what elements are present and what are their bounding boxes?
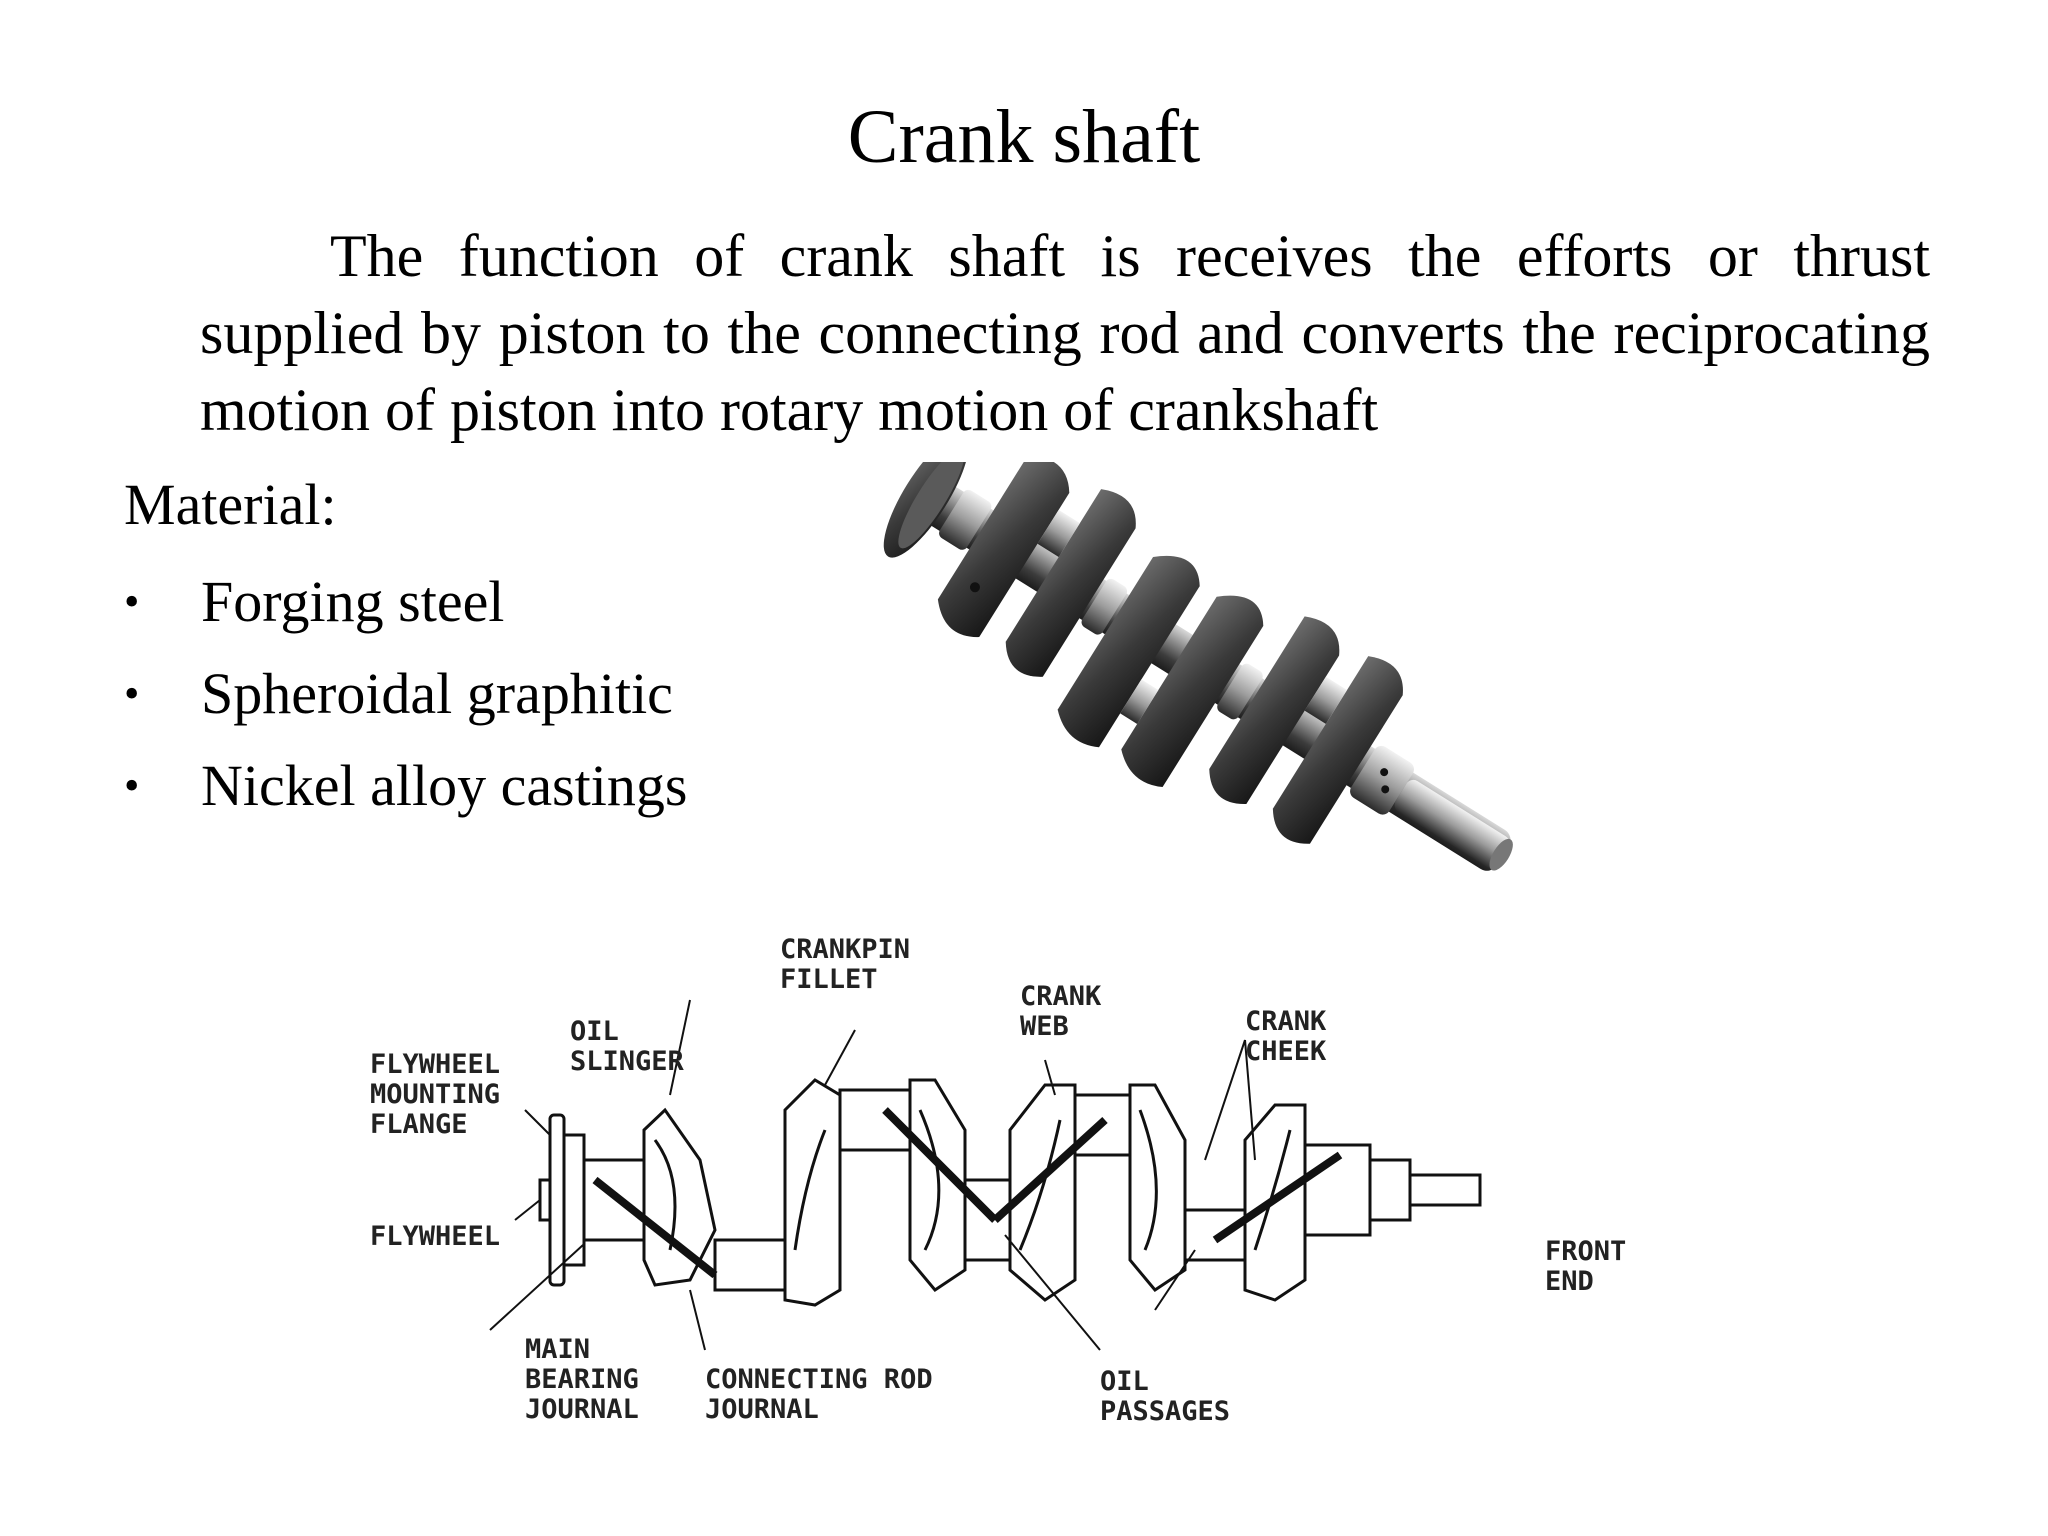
material-label: Spheroidal graphitic xyxy=(201,661,673,726)
label-oil-slinger-1: OIL xyxy=(570,1016,619,1047)
label-oil-slinger-2: SLINGER xyxy=(570,1046,685,1077)
label-main-bearing-1: MAIN xyxy=(525,1334,590,1365)
label-oil-passages-1: OIL xyxy=(1100,1366,1149,1397)
material-heading: Material: xyxy=(124,472,337,537)
label-main-bearing-2: BEARING xyxy=(525,1364,639,1395)
material-item: • Spheroidal graphitic xyxy=(124,648,687,740)
material-item: • Forging steel xyxy=(124,556,687,648)
label-front-end-1: FRONT xyxy=(1545,1236,1626,1267)
label-crank-web-1: CRANK xyxy=(1020,981,1102,1012)
crankshaft-photo xyxy=(883,462,1513,871)
label-flywheel-flange-1: FLYWHEEL xyxy=(370,1049,500,1080)
label-flywheel-flange-3: FLANGE xyxy=(370,1109,468,1140)
label-conn-rod-2: JOURNAL xyxy=(705,1394,819,1425)
label-front-end-2: END xyxy=(1545,1266,1594,1297)
label-crank-cheek-1: CRANK xyxy=(1245,1006,1327,1037)
materials-list: • Forging steel • Spheroidal graphitic • Ni… xyxy=(124,556,687,832)
label-flywheel-flange-2: MOUNTING xyxy=(370,1079,500,1110)
crankshaft-diagram: CRANKPIN FILLET CRANK WEB CRANK CHEEK OI… xyxy=(370,934,1626,1427)
function-paragraph: The function of crank shaft is receives … xyxy=(200,223,1930,443)
slide-title: Crank shaft xyxy=(847,95,1201,179)
label-crankpin: CRANKPIN xyxy=(780,934,910,965)
label-oil-passages-2: PASSAGES xyxy=(1100,1396,1230,1427)
label-fillet: FILLET xyxy=(780,964,878,995)
material-label: Forging steel xyxy=(201,569,505,634)
label-crank-cheek-2: CHEEK xyxy=(1245,1036,1327,1067)
bullet-icon: • xyxy=(124,669,140,718)
material-label: Nickel alloy castings xyxy=(201,753,688,818)
material-item: • Nickel alloy castings xyxy=(124,740,687,832)
label-conn-rod-1: CONNECTING ROD xyxy=(705,1364,933,1395)
label-flywheel: FLYWHEEL xyxy=(370,1221,500,1252)
label-main-bearing-3: JOURNAL xyxy=(525,1394,639,1425)
bullet-icon: • xyxy=(124,761,140,810)
label-crank-web-2: WEB xyxy=(1020,1011,1069,1042)
bullet-icon: • xyxy=(124,577,140,626)
